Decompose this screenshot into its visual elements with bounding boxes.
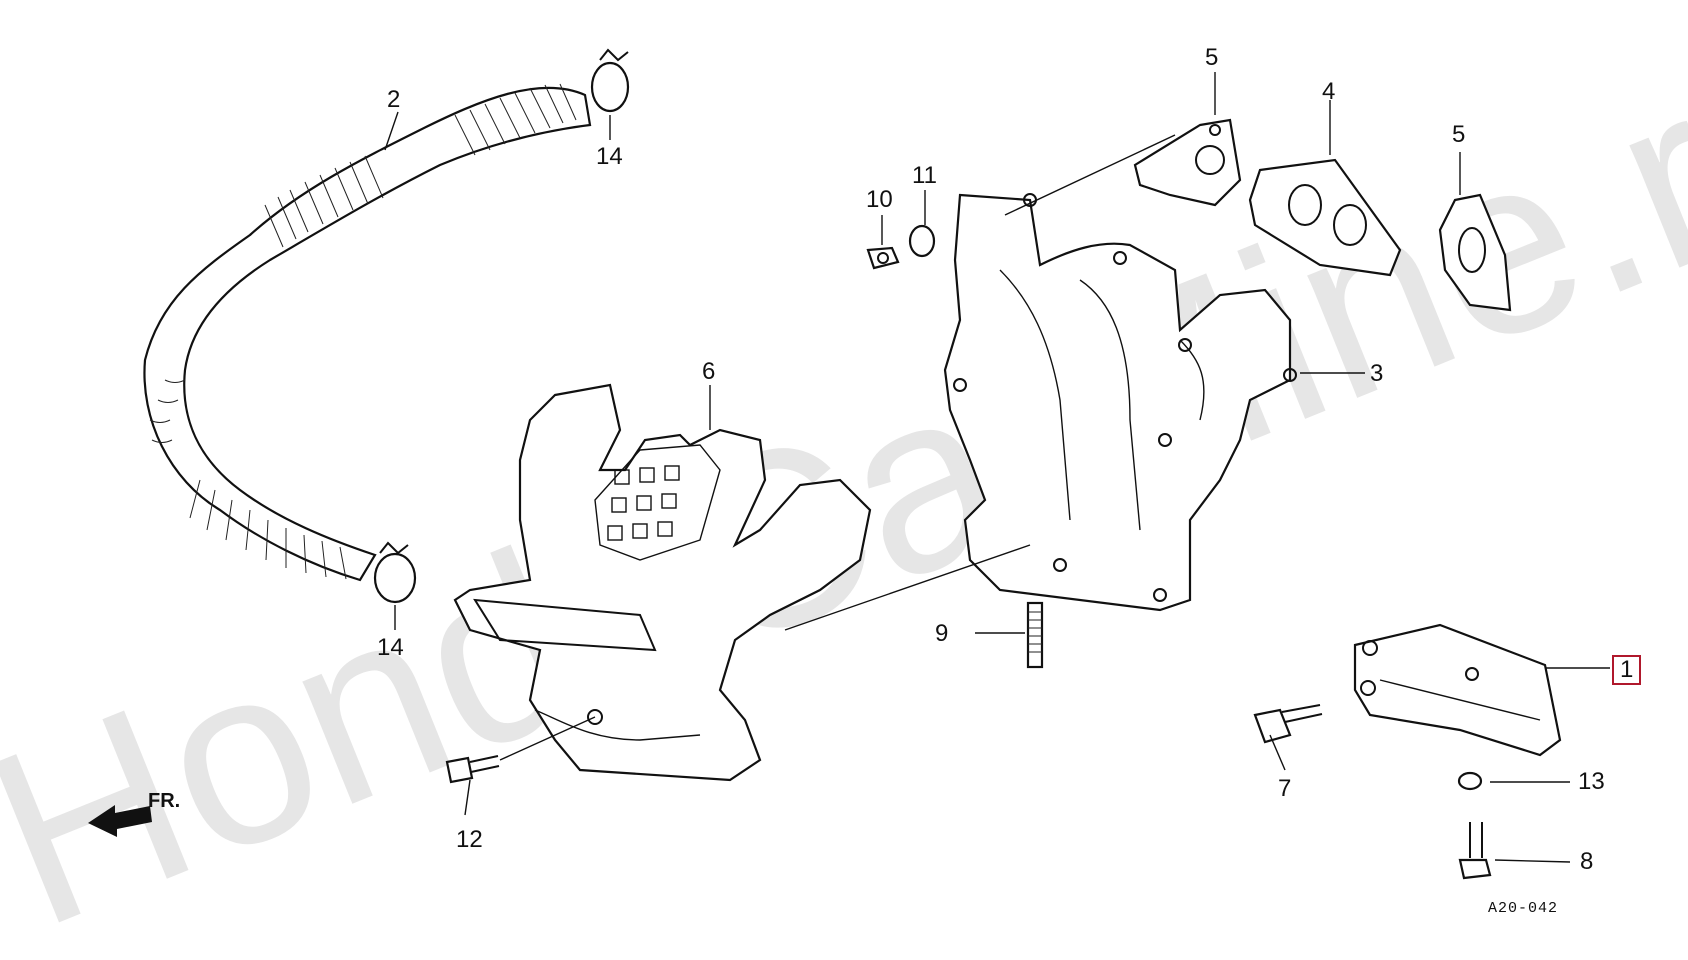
part-8-bolt[interactable] (1458, 822, 1492, 880)
part-2-air-hose[interactable] (143, 48, 630, 604)
part-3-exhaust-manifold[interactable] (943, 193, 1297, 612)
callout-13[interactable]: 13 (1578, 768, 1605, 795)
part-11-nut[interactable] (866, 246, 900, 270)
part-12-washer[interactable] (908, 224, 936, 258)
callout-5-left[interactable]: 5 (1205, 44, 1219, 71)
callout-2[interactable]: 2 (387, 86, 401, 113)
part-13-washer[interactable] (1457, 771, 1483, 791)
callout-14-top[interactable]: 14 (596, 143, 623, 170)
leader-lines (384, 72, 1610, 863)
part-9-bolt[interactable] (445, 755, 500, 784)
callout-4[interactable]: 4 (1322, 78, 1336, 105)
front-direction-label: FR. (148, 790, 181, 812)
callout-14-bottom[interactable]: 14 (377, 634, 404, 661)
callout-7[interactable]: 7 (1278, 775, 1292, 802)
callout-9[interactable]: 12 (456, 826, 483, 853)
part-5-gasket-right[interactable] (1438, 193, 1512, 312)
callout-3[interactable]: 3 (1370, 360, 1384, 387)
front-direction-arrow-icon (88, 805, 152, 837)
part-4-gasket[interactable] (1248, 158, 1402, 277)
diagram-code: A20-042 (1488, 900, 1559, 917)
part-1-bracket[interactable] (1353, 623, 1562, 757)
callout-5-right[interactable]: 5 (1452, 121, 1466, 148)
part-10-stud[interactable] (1026, 601, 1044, 669)
callout-1-selected[interactable]: 1 (1612, 655, 1642, 685)
part-6-heat-shield[interactable] (453, 383, 872, 782)
callout-12[interactable]: 11 (912, 162, 937, 189)
part-7-bolt[interactable] (1253, 704, 1323, 744)
callout-8[interactable]: 8 (1580, 848, 1594, 875)
part-5-gasket-left[interactable] (1133, 118, 1242, 207)
callout-11[interactable]: 10 (866, 186, 893, 213)
callout-10[interactable]: 9 (935, 620, 949, 647)
callout-6[interactable]: 6 (702, 358, 716, 385)
